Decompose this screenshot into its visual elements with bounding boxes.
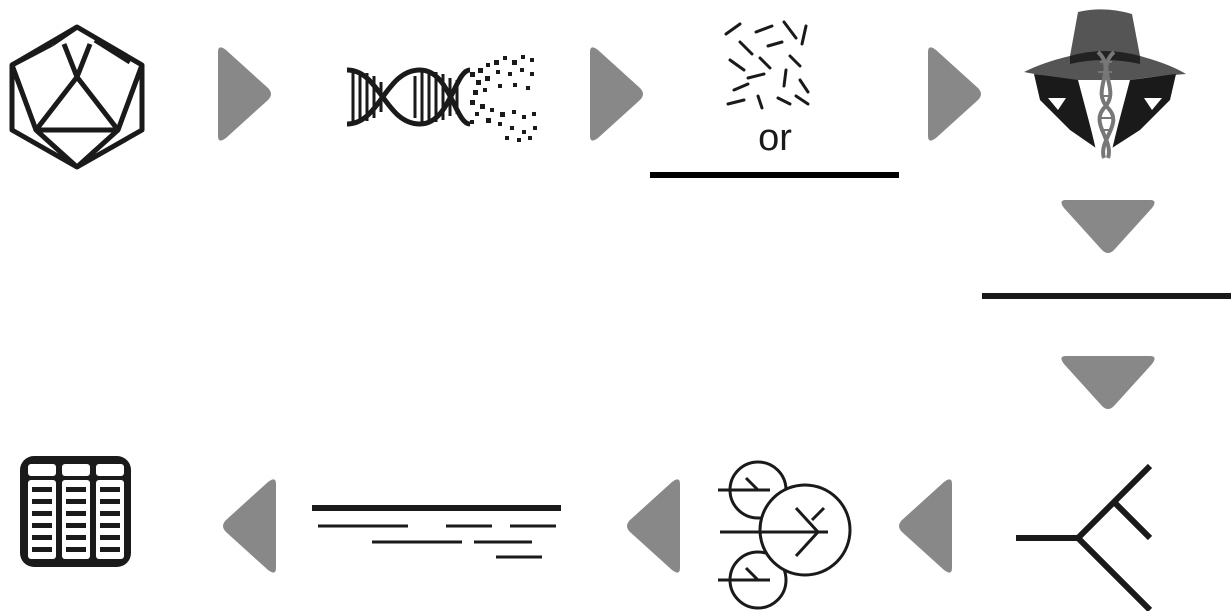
- dna-fragmenting-icon: [346, 55, 537, 142]
- arrow-down-2: [1061, 356, 1155, 409]
- arrow-left-2: [627, 479, 680, 573]
- capsid-icon: [9, 24, 145, 170]
- or-label: or: [758, 117, 792, 159]
- overlapping-circles-icon: [718, 460, 852, 610]
- arrow-left-1: [899, 479, 952, 573]
- arrow-right-1: [218, 47, 271, 141]
- arrow-right-2: [590, 47, 643, 141]
- arrow-left-3: [223, 479, 276, 573]
- alignment-lines-icon: [312, 505, 561, 559]
- spy-dna-icon: [1024, 9, 1186, 159]
- arrow-right-3: [928, 47, 981, 141]
- short-reads-icon: [724, 20, 810, 110]
- branching-tree-icon: [1016, 463, 1153, 611]
- arrow-down-1: [1061, 200, 1155, 253]
- table-grid-icon: [20, 456, 131, 567]
